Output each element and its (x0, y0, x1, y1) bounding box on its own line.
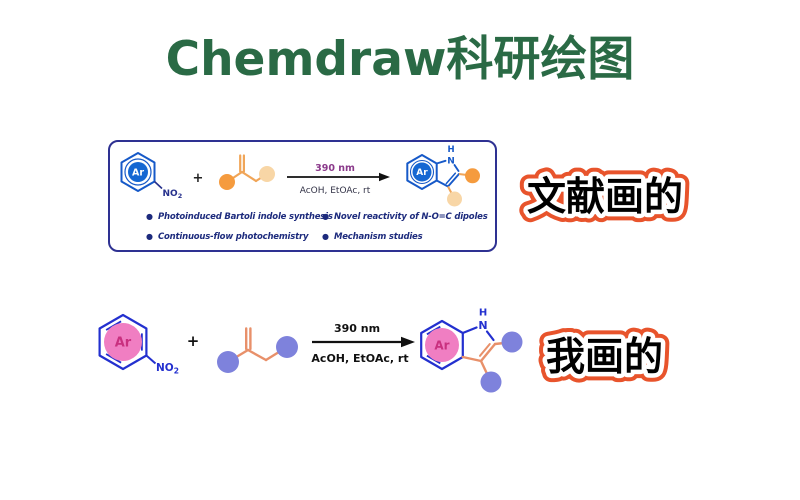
svg-text:我画的: 我画的 (546, 335, 663, 380)
condition-solvent: AcOH, EtOAc, rt (311, 352, 408, 365)
literature-panel: ● Photoinduced Bartoli indole synthesis … (108, 140, 497, 252)
n-label: N (478, 319, 487, 332)
bullet-icon: ● (322, 212, 329, 221)
ar-disc (425, 328, 459, 362)
literature-reaction-scheme: Ar NO2 + 390 nm AcOH, EtOAc, rt Ar (120, 145, 480, 207)
nitroarene-reactant: Ar NO2 (120, 152, 183, 200)
condition-wavelength: 390 nm (334, 322, 380, 335)
sticker-label: 文献画的 (527, 175, 683, 220)
feature-label: Mechanism studies (333, 232, 423, 242)
c2-substituent-ball (465, 168, 480, 184)
substituent-ball-light (259, 166, 275, 182)
bullet-icon: ● (146, 232, 153, 241)
no2-label: NO2 (163, 189, 183, 200)
sticker-outline: 我画的 (546, 335, 663, 380)
benzene-ring (98, 313, 148, 371)
no2-label: NO2 (156, 362, 179, 376)
my-sticker: 我画的 我画的 我画的 (537, 327, 671, 389)
substituent-ball-solid (219, 174, 235, 190)
no2-bond (145, 354, 157, 365)
feature-item: ● Mechanism studies (322, 232, 423, 242)
literature-sticker: 文献画的 文献画的 文献画的 (518, 167, 691, 229)
ar-label: Ar (416, 168, 428, 178)
pyrrole-ring-salmon-bonds (461, 341, 511, 380)
ar-label: Ar (115, 336, 132, 351)
no2-bond (153, 180, 163, 190)
c3-substituent-ball (480, 371, 502, 393)
n-label: N (447, 157, 455, 167)
feature-label: Photoinduced Bartoli indole synthesis (157, 212, 333, 222)
arrowhead-icon (401, 336, 415, 348)
plus-sign: + (187, 332, 200, 350)
sticker-outline: 文献画的 (527, 175, 683, 220)
indole-product: Ar N H (406, 145, 480, 207)
feature-item: ● Photoinduced Bartoli indole synthesis (146, 212, 333, 222)
h-label: H (447, 145, 454, 155)
condition-wavelength: 390 nm (315, 163, 355, 174)
my-reaction-scheme: Ar NO2 + 390 nm AcOH, EtOAc, rt (98, 308, 523, 393)
condition-solvent: AcOH, EtOAc, rt (300, 186, 371, 196)
ar-label: Ar (434, 339, 449, 353)
reaction-arrow (312, 336, 415, 348)
ar-disc (104, 323, 142, 361)
feature-label: Novel reactivity of N-O=C dipoles (333, 212, 488, 222)
indole-product: Ar N H (420, 308, 523, 393)
page-title: Chemdraw科研绘图 (165, 32, 635, 87)
ar-label: Ar (132, 167, 144, 178)
feature-item: ● Novel reactivity of N-O=C dipoles (322, 212, 488, 222)
aromatic-circle (409, 159, 435, 185)
sticker-label: 我画的 (546, 335, 663, 380)
plus-sign: + (193, 171, 204, 186)
bullet-icon: ● (146, 212, 153, 221)
bullet-icon: ● (322, 232, 329, 241)
c2-substituent-ball (501, 331, 523, 353)
reaction-arrow (287, 172, 390, 182)
svg-text:文献画的: 文献画的 (527, 175, 683, 220)
feature-label: Continuous-flow photochemistry (157, 232, 309, 242)
h-label: H (479, 308, 487, 319)
ar-disc (128, 162, 148, 182)
substituent-ball (217, 351, 239, 373)
pyrrole-ring (435, 159, 460, 188)
pyrrole-ring-blue-bonds (461, 326, 495, 342)
benzene-ring (120, 152, 156, 192)
arrowhead-icon (379, 172, 390, 182)
ar-disc (412, 162, 432, 182)
nitroarene-reactant: Ar NO2 (98, 313, 179, 376)
substituent-ball (276, 336, 298, 358)
aromatic-circle (124, 158, 152, 186)
c3-substituent-ball (447, 191, 462, 207)
feature-item: ● Continuous-flow photochemistry (146, 232, 308, 242)
